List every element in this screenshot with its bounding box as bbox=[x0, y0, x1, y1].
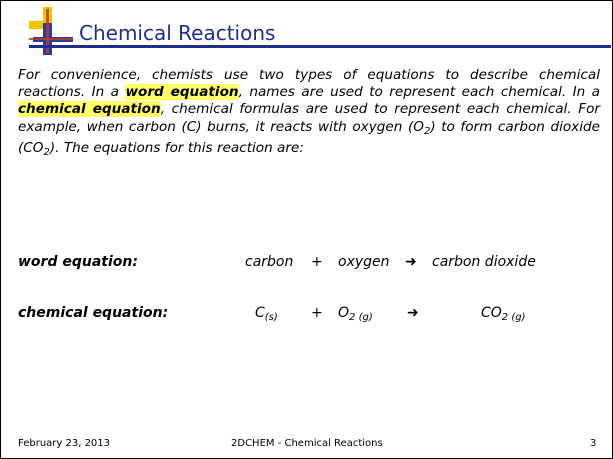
footer-date: February 23, 2013 bbox=[18, 438, 111, 449]
carbon-state: (s) bbox=[264, 312, 278, 323]
co2-symbol: CO bbox=[481, 305, 502, 321]
word-equation-term: word equation bbox=[125, 84, 239, 101]
chemical-equation-term: chemical equation bbox=[18, 101, 161, 118]
footer-page-number: 3 bbox=[590, 438, 597, 449]
footer-course: 2DCHEM - Chemical Reactions bbox=[231, 438, 383, 449]
word-product: carbon dioxide bbox=[432, 254, 536, 270]
arrow-icon: ➜ bbox=[405, 254, 417, 270]
o2-subscript: 2 bbox=[423, 125, 431, 137]
paragraph-text: ) to form carbon dioxide (CO bbox=[18, 118, 600, 156]
chemical-equation-label: chemical equation: bbox=[18, 305, 169, 321]
oxygen-subscript: 2 (g) bbox=[349, 312, 373, 323]
slide-logo-icon bbox=[29, 7, 73, 55]
chem-plus: + bbox=[311, 305, 323, 321]
word-reactant-1: carbon bbox=[245, 254, 294, 270]
chem-product: CO2 (g) bbox=[481, 305, 526, 323]
chem-reactant-2: O2 (g) bbox=[338, 305, 373, 323]
paragraph-text: , names are used to represent each chemi… bbox=[238, 84, 601, 101]
title-underline bbox=[29, 45, 611, 48]
paragraph-text: , chemical formulas are used to represen… bbox=[18, 101, 600, 135]
word-equation-label: word equation: bbox=[18, 254, 138, 270]
word-plus: + bbox=[311, 254, 323, 270]
body-paragraph: For convenience, chemists use two types … bbox=[18, 67, 600, 161]
co2-subscript: 2 bbox=[43, 146, 50, 158]
word-reactant-2: oxygen bbox=[338, 254, 390, 270]
paragraph-text: For convenience, chemists use two types … bbox=[18, 67, 600, 101]
paragraph-text: ). The equations for this reaction are: bbox=[49, 139, 304, 156]
co2-state: 2 (g) bbox=[501, 312, 526, 323]
arrow-icon: ➜ bbox=[407, 305, 419, 321]
carbon-symbol: C bbox=[255, 305, 265, 321]
slide-title: Chemical Reactions bbox=[79, 21, 276, 45]
chem-reactant-1: C(s) bbox=[255, 305, 278, 323]
oxygen-symbol: O bbox=[338, 305, 350, 321]
